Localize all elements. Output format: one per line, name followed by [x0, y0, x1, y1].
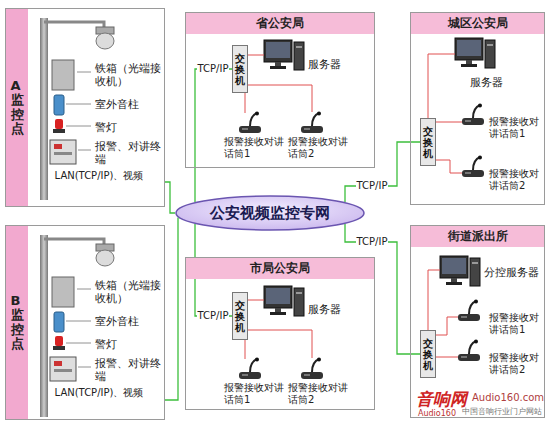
mic-icon — [458, 300, 480, 322]
device-label: 报警接收对讲话筒2 — [489, 352, 545, 376]
network-ellipse: 公安视频监控专网 — [175, 195, 365, 231]
device-label: 铁箱（光端接收机） — [95, 62, 163, 88]
switch-label: 交换机 — [423, 126, 433, 159]
link-label: TCP/IP — [197, 63, 230, 75]
switch-box: 交换机 — [420, 118, 436, 166]
network-link — [195, 69, 232, 202]
office-heading: 省公安局 — [186, 13, 374, 34]
watermark: Audio160.com — [472, 392, 546, 404]
mic-icon — [462, 104, 484, 126]
mic-icon — [462, 156, 484, 178]
link-label: TCP/IP — [197, 310, 230, 322]
link-label: LAN(TCP/IP)、视频 — [54, 387, 145, 399]
office-heading: 城区公安局 — [411, 13, 544, 34]
office-heading: 街道派出所 — [411, 226, 544, 247]
network-link — [165, 182, 175, 213]
switch-label: 交换机 — [235, 300, 245, 333]
server-icon — [264, 40, 304, 70]
switch-box: 交换机 — [232, 292, 248, 340]
watermark: 音响网 — [416, 389, 478, 409]
device-label: 服务器 — [470, 76, 540, 89]
device-label: 分控服务器 — [484, 266, 544, 279]
vertical-label: A监控点 — [11, 79, 24, 136]
watermark: 中国音响行业门户网站 — [462, 407, 546, 417]
link-label: LAN(TCP/IP)、视频 — [54, 170, 145, 182]
pink-band: A监控点 — [6, 9, 28, 206]
device-label: 警灯 — [95, 121, 163, 134]
device-label: 警灯 — [95, 338, 163, 351]
device-label: 室外音柱 — [95, 98, 163, 111]
mic-icon — [239, 358, 261, 380]
device-label: 报警、对讲终端 — [95, 140, 163, 166]
device-label: 报警接收对讲话筒1 — [224, 382, 284, 406]
network-label: 公安视频监控专网 — [210, 204, 330, 223]
switch-label: 交换机 — [423, 338, 433, 371]
server-icon — [455, 38, 495, 68]
mic-icon — [458, 340, 480, 362]
switch-box: 交换机 — [232, 45, 248, 93]
network-link — [165, 218, 178, 401]
office-heading: 市局公安局 — [186, 258, 374, 279]
link-label: TCP/IP — [356, 236, 389, 248]
device-label: 报警接收对讲话筒1 — [489, 116, 545, 140]
ellipse-shape — [176, 196, 364, 230]
watermark: Audio160 — [418, 409, 462, 419]
device-label: 报警接收对讲话筒2 — [288, 382, 348, 406]
device-label: 报警接收对讲话筒1 — [224, 136, 284, 160]
mic-icon — [239, 112, 261, 134]
network-link — [345, 224, 420, 354]
device-label: 报警接收对讲话筒2 — [288, 136, 348, 160]
device-label: 服务器 — [308, 303, 370, 316]
switch-label: 交换机 — [235, 53, 245, 86]
switch-box: 交换机 — [420, 330, 436, 378]
mic-icon — [301, 112, 323, 134]
device-label: 铁箱（光端接收机） — [95, 279, 163, 305]
device-label: 报警接收对讲话筒1 — [489, 312, 545, 336]
network-link — [345, 142, 420, 202]
mic-icon — [301, 358, 323, 380]
server-icon — [440, 256, 480, 286]
vertical-label: B监控点 — [11, 294, 24, 351]
device-label: 报警、对讲终端 — [95, 357, 163, 383]
link-label: TCP/IP — [356, 180, 389, 192]
pink-band: B监控点 — [6, 226, 28, 419]
device-label: 报警接收对讲话筒2 — [489, 168, 545, 192]
device-label: 室外音柱 — [95, 315, 163, 328]
server-icon — [264, 286, 304, 316]
device-label: 服务器 — [308, 58, 370, 71]
